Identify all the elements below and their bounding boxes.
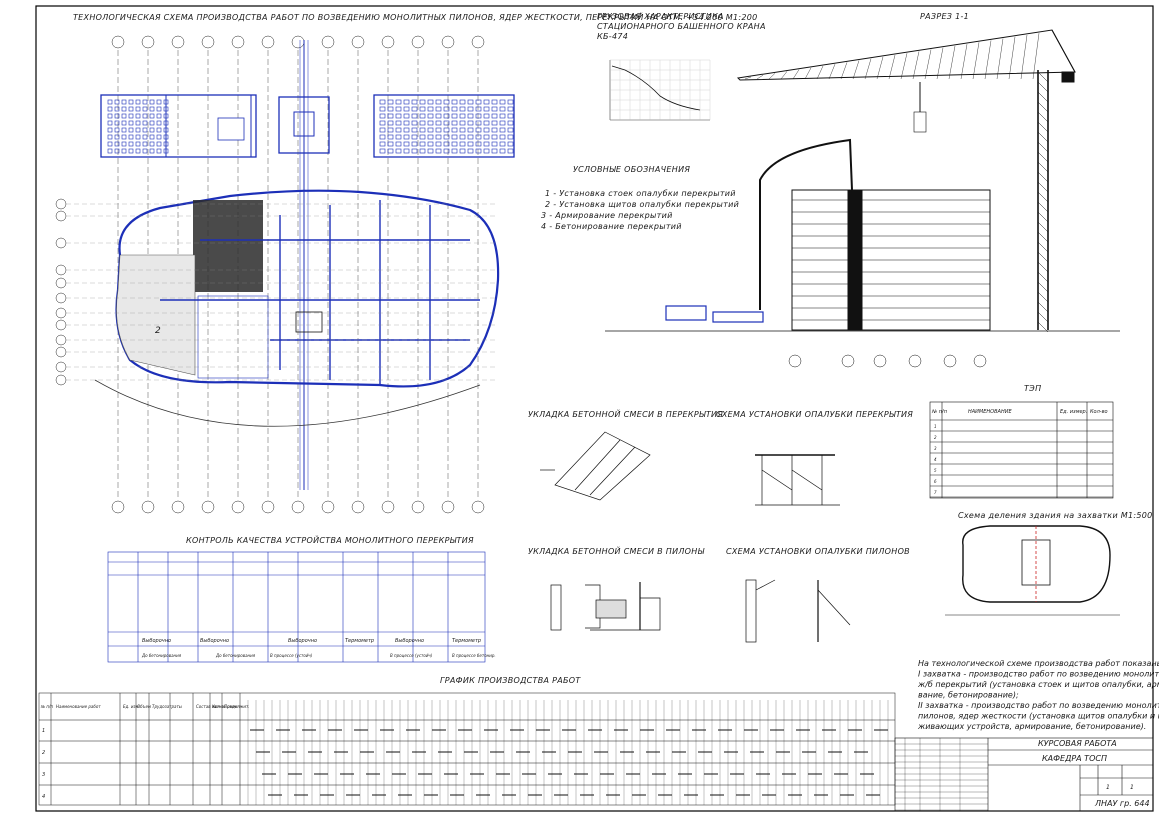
stamp-group: ЛНАУ гр. 644 <box>1094 799 1150 808</box>
schedule-title: ГРАФИК ПРОИЗВОДСТВА РАБОТ <box>440 676 581 685</box>
crane-chart-title-3: КБ-474 <box>597 32 628 41</box>
legend-title: УСЛОВНЫЕ ОБОЗНАЧЕНИЯ <box>573 165 690 174</box>
stamp-sheets: 1 <box>1130 784 1134 791</box>
detail-title: УКЛАДКА БЕТОННОЙ СМЕСИ В ПИЛОНЫ <box>528 545 705 556</box>
tep-header: Ед. измер. <box>1060 409 1087 415</box>
note-line: ж/б перекрытий (установка стоек и щитов … <box>917 680 1159 689</box>
crane-load-chart <box>609 59 711 121</box>
qc-table <box>107 551 486 663</box>
tep-header: № п/п <box>931 409 948 415</box>
schedule-header: № п/п <box>40 704 53 709</box>
section-title: РАЗРЕЗ 1-1 <box>920 12 969 21</box>
legend-item: 4 - Бетонирование перекрытий <box>541 222 682 231</box>
note-line: I захватка - производство работ по возве… <box>918 670 1159 679</box>
tower-crane-plan <box>278 40 330 490</box>
tep-header: НАИМЕНОВАНИЕ <box>968 409 1012 415</box>
qc-stage: В процессе (устойч) <box>390 653 433 658</box>
note-line: живающих устройств, армирование, бетонир… <box>917 722 1146 731</box>
tep-row-number: 7 <box>934 490 937 495</box>
legend-item: 1 - Установка стоек опалубки перекрытий <box>545 189 736 198</box>
qc-cell: Термометр <box>452 638 481 644</box>
note-line: II захватка - производство работ по возв… <box>918 701 1159 710</box>
tep-table <box>929 401 1114 499</box>
legend-item: 3 - Армирование перекрытий <box>541 211 673 220</box>
schedule-row-number: 3 <box>42 772 45 778</box>
detail-title: УКЛАДКА БЕТОННОЙ СМЕСИ В ПЕРЕКРЫТИЯ <box>528 408 723 419</box>
zoning-title: Схема деления здания на захватки М1:500 <box>958 511 1153 520</box>
detail-title: СХЕМА УСТАНОВКИ ОПАЛУБКИ ПИЛОНОВ <box>726 547 910 556</box>
crane-chart-title-1: ГРУЗОВАЯ ХАРАКТЕРИСТИКА <box>597 12 724 21</box>
stamp-sheet-no: 1 <box>1106 784 1110 791</box>
schedule-header: Трудозатраты <box>152 704 182 709</box>
stamp-work: КУРСОВАЯ РАБОТА <box>1038 739 1117 748</box>
qc-stage: В процессе бетонир. <box>452 653 496 658</box>
schedule-row-number: 4 <box>42 794 45 800</box>
legend-item: 2 - Установка щитов опалубки перекрытий <box>545 200 739 209</box>
tep-row-number: 4 <box>934 457 937 462</box>
detail-pylon-concrete <box>550 582 661 631</box>
schedule-header: Состав звена <box>196 704 224 709</box>
tep-row-number: 3 <box>934 446 937 451</box>
zoning-scheme <box>945 525 1120 616</box>
schedule-row-number: 2 <box>42 750 45 756</box>
note-line: вание, бетонирование); <box>918 691 1019 700</box>
qc-stage: До бетонирования <box>215 653 256 658</box>
stamp-dept: КАФЕДРА ТОСП <box>1042 754 1107 763</box>
detail-pylon-formwork <box>745 579 851 643</box>
detail-slab-concrete <box>540 431 651 501</box>
schedule-header: Объем <box>137 704 151 709</box>
qc-cell: Термометр <box>345 638 374 644</box>
schedule-header: Продолжит. <box>224 704 250 709</box>
qc-cell: Выборочно <box>288 638 317 644</box>
note-line: пилонов, ядер жесткости (установка щитов… <box>918 712 1159 721</box>
crane-chart-title-2: СТАЦИОНАРНОГО БАШЕННОГО КРАНА <box>597 22 766 31</box>
schedule-header: Наименование работ <box>56 704 101 709</box>
material-storage-mid <box>165 94 252 158</box>
qc-cell: Выборочно <box>395 638 424 644</box>
tep-row-number: 5 <box>934 468 937 473</box>
qc-cell: Выборочно <box>200 638 229 644</box>
tep-header: Кол-во <box>1090 409 1108 415</box>
title-block <box>894 737 1154 812</box>
schedule-header: Кол-во смен <box>212 704 238 709</box>
main-title: ТЕХНОЛОГИЧЕСКАЯ СХЕМА ПРОИЗВОДСТВА РАБОТ… <box>73 11 758 22</box>
tep-title: ТЭП <box>1024 384 1041 393</box>
tep-row-number: 1 <box>934 424 937 429</box>
tep-row-number: 6 <box>934 479 937 484</box>
schedule-table <box>38 692 896 806</box>
detail-slab-formwork <box>755 454 840 506</box>
qc-title: КОНТРОЛЬ КАЧЕСТВА УСТРОЙСТВА МОНОЛИТНОГО… <box>186 534 474 545</box>
notes: На технологической схеме производства ра… <box>917 659 1159 731</box>
schedule-header: Ед. изм. <box>123 704 140 709</box>
material-storage-right <box>373 94 515 158</box>
qc-stage: До бетонирования <box>141 653 182 658</box>
tep-row-number: 2 <box>934 435 937 440</box>
zone-label: 2 <box>155 326 161 336</box>
qc-stage: В процессе (устойч) <box>270 653 313 658</box>
qc-cell: Выборочно <box>142 638 171 644</box>
left-axis-grid <box>55 198 495 386</box>
sheet-frame <box>35 5 1154 812</box>
building-plan: 2 <box>94 189 500 427</box>
note-line: На технологической схеме производства ра… <box>918 659 1159 668</box>
bottom-axis-grid <box>111 500 485 514</box>
detail-title: СХЕМА УСТАНОВКИ ОПАЛУБКИ ПЕРЕКРЫТИЯ <box>716 410 913 419</box>
schedule-row-number: 1 <box>42 728 45 734</box>
section-drawing <box>605 29 1120 368</box>
